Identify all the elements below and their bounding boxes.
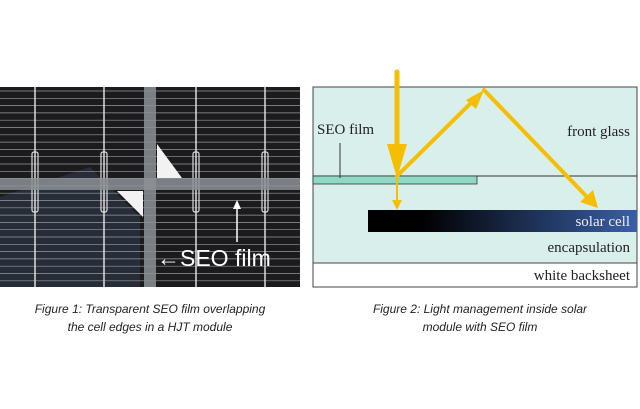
front-glass-label: front glass bbox=[567, 124, 630, 140]
white-backsheet-label: white backsheet bbox=[534, 268, 631, 284]
figure1-caption-line2: the cell edges in a HJT module bbox=[67, 320, 233, 334]
encapsulation-label: encapsulation bbox=[548, 240, 631, 256]
figure1-caption-line1: Figure 1: Transparent SEO film overlappi… bbox=[34, 302, 266, 316]
solar-cell-label: solar cell bbox=[575, 214, 630, 230]
hjt-module-photo: ←SEO film bbox=[0, 87, 300, 287]
seo-film-photo-label: ←SEO film bbox=[157, 245, 271, 271]
solar-cell-layer bbox=[368, 210, 637, 232]
figure2-caption: Figure 2: Light management inside solar … bbox=[320, 300, 640, 336]
figure1-caption: Figure 1: Transparent SEO film overlappi… bbox=[0, 300, 300, 336]
front-glass-layer bbox=[312, 86, 638, 264]
figure2-caption-line2: module with SEO film bbox=[422, 320, 538, 334]
seo-film-strip bbox=[312, 175, 478, 185]
light-ray-arrows bbox=[387, 69, 598, 210]
seo-film-label: SEO film bbox=[317, 122, 374, 138]
white-backsheet-layer bbox=[312, 262, 638, 288]
figure2-caption-line1: Figure 2: Light management inside solar bbox=[372, 302, 588, 316]
